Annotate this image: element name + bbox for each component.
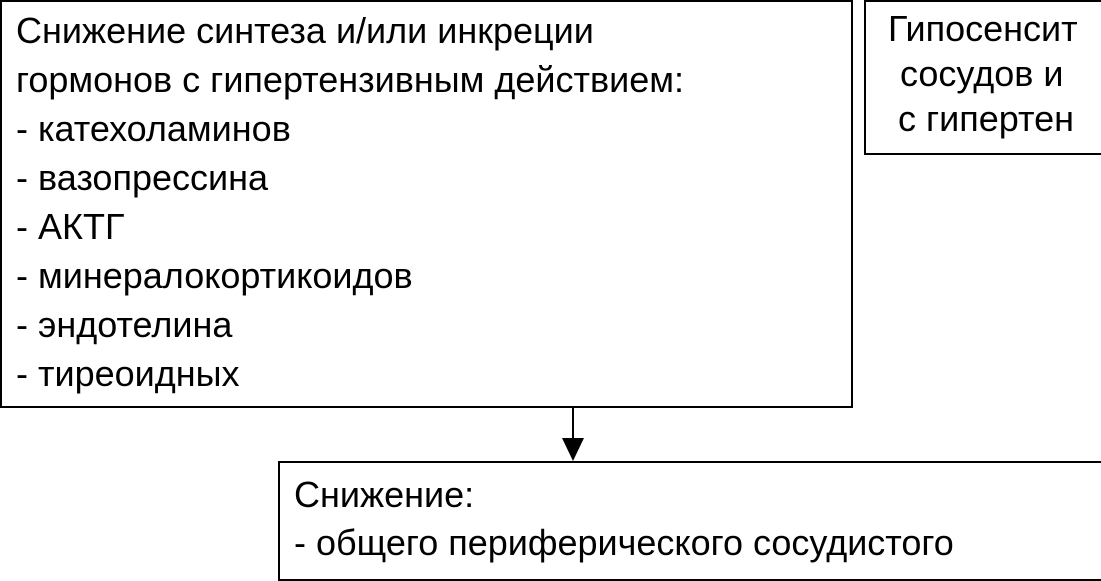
- box-left-item: - эндотелина: [16, 304, 233, 345]
- box-left-title-line-2: гормонов с гипертензивным действием:: [16, 59, 685, 100]
- box-left-item: - минералокортикоидов: [16, 255, 413, 296]
- box-bottom-line-2: - общего периферического сосудистого: [294, 522, 954, 563]
- box-right-line-2: сосудов и: [900, 53, 1064, 94]
- hormone-synthesis-reduction-box: Снижение синтеза и/или инкреции гормонов…: [0, 0, 853, 408]
- box-left-title-line-1: Снижение синтеза и/или инкреции: [16, 10, 594, 51]
- box-right-line-3: с гипертен: [898, 98, 1074, 139]
- box-left-item: - вазопрессина: [16, 157, 268, 198]
- box-right-line-1: Гипосенсит: [888, 8, 1078, 49]
- box-left-item: - катехоламинов: [16, 108, 291, 149]
- box-left-item: - тиреоидных: [16, 353, 240, 394]
- box-bottom-line-1: Снижение:: [294, 474, 475, 515]
- reduction-result-box: Снижение: - общего периферического сосуд…: [278, 461, 1101, 581]
- box-left-item: - АКТГ: [16, 206, 125, 247]
- connector-arrow-head: [562, 438, 584, 461]
- hyposensitivity-box: Гипосенсит сосудов и с гипертен: [864, 0, 1101, 155]
